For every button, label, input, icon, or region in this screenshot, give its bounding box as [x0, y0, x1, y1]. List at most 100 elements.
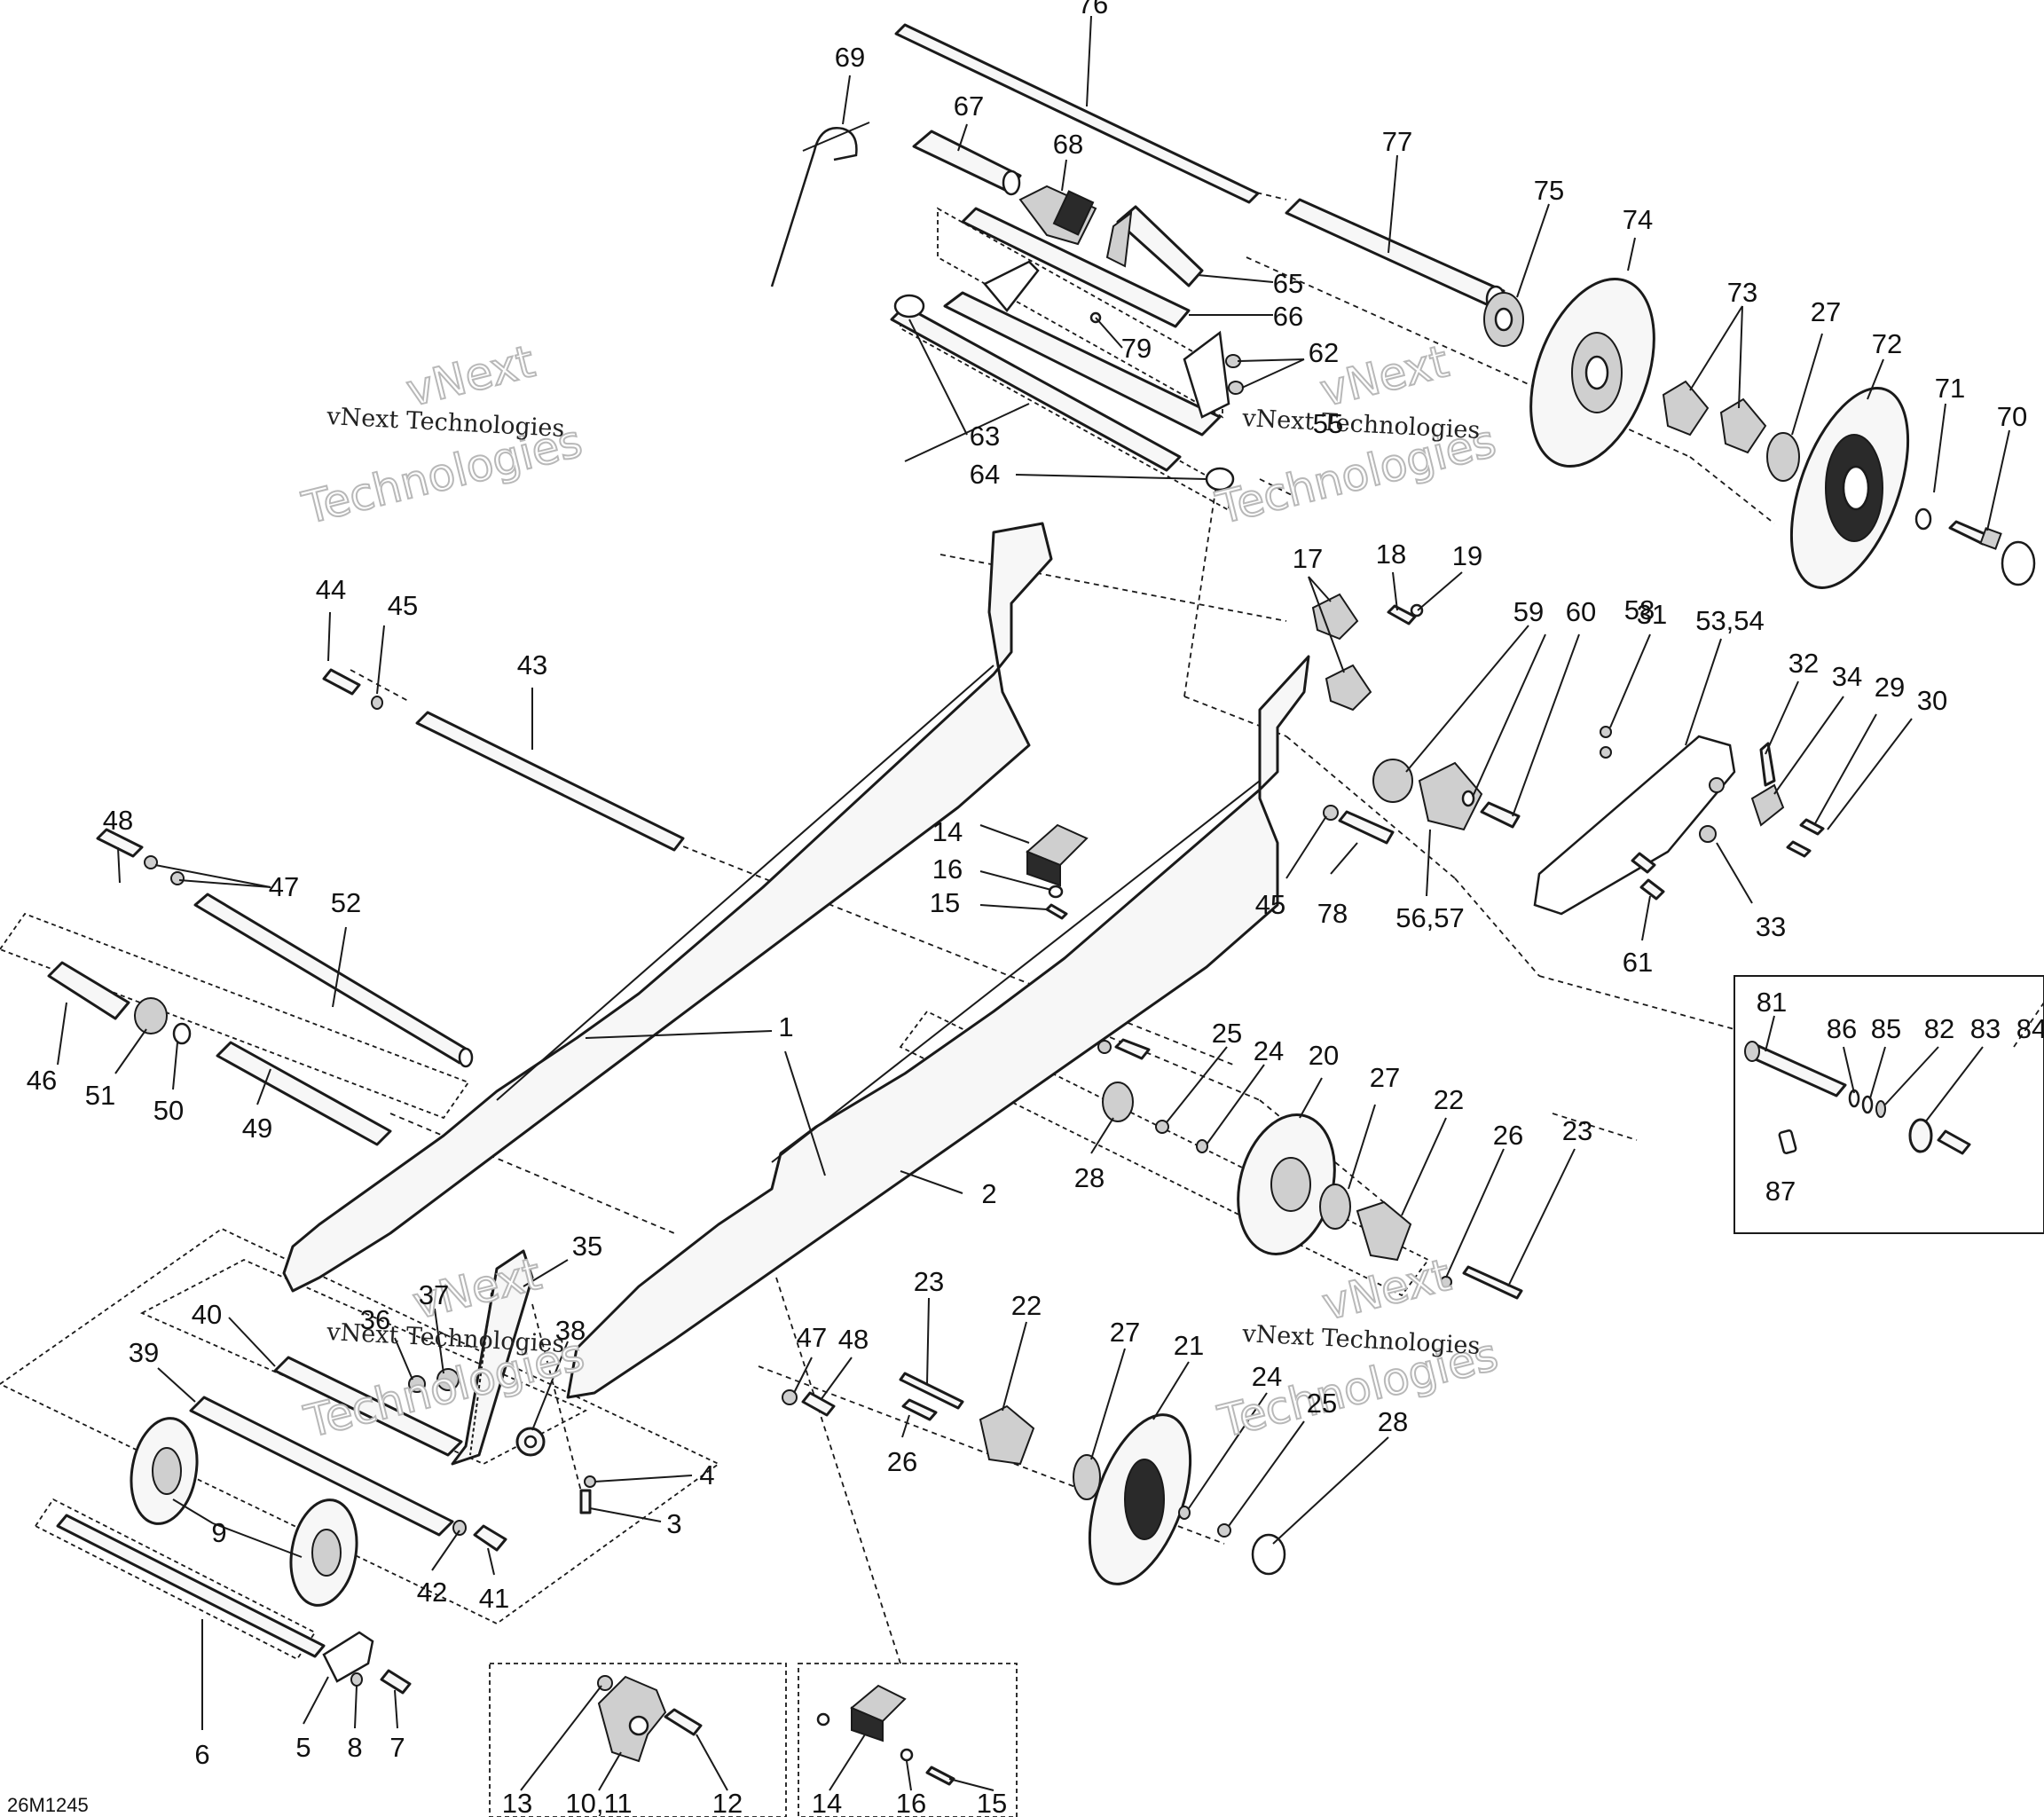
part-shaft-43	[415, 711, 685, 852]
callout-24a: 24	[1254, 1035, 1284, 1066]
part-spring-69	[770, 122, 870, 287]
part-screws-30	[1786, 818, 1825, 858]
part-washer-small	[816, 1712, 830, 1727]
part-shaft-81	[1744, 1041, 1847, 1097]
part-bracket-22b	[979, 1404, 1035, 1466]
callout-23a: 23	[1562, 1115, 1592, 1146]
callout-32: 32	[1788, 648, 1819, 679]
callout-63: 63	[970, 421, 1000, 452]
callout-55: 55	[1313, 408, 1343, 439]
part-screw-4	[584, 1475, 596, 1488]
part-rail-left-1	[282, 522, 1053, 1293]
callout-23b: 23	[914, 1266, 944, 1297]
callout-44: 44	[316, 574, 346, 605]
callout-27b: 27	[1370, 1062, 1400, 1093]
callout-34: 34	[1832, 661, 1862, 692]
part-shaft-76	[894, 23, 1260, 204]
callout-84: 84	[2016, 1013, 2044, 1044]
callout-53-54: 53,54	[1695, 605, 1765, 636]
callout-49: 49	[242, 1113, 272, 1144]
leader-lines	[57, 15, 2010, 1791]
callout-39: 39	[129, 1337, 159, 1368]
callout-15b: 15	[977, 1788, 1007, 1817]
part-wheel-20	[1237, 1113, 1336, 1255]
part-washer-16b	[900, 1748, 914, 1762]
part-bolt-23b	[899, 1372, 964, 1410]
callout-65: 65	[1273, 268, 1303, 299]
callout-78: 78	[1317, 898, 1348, 929]
callout-46: 46	[27, 1065, 57, 1096]
callout-12: 12	[712, 1788, 743, 1817]
callout-3: 3	[666, 1508, 681, 1539]
part-cap-28b	[1251, 1533, 1286, 1576]
svg-text:vNext: vNext	[402, 335, 540, 417]
callout-50: 50	[153, 1095, 184, 1126]
part-shaft-39	[189, 1396, 454, 1537]
callout-70: 70	[1997, 401, 2027, 432]
part-bolt-7	[380, 1669, 412, 1695]
part-washer-47b	[782, 1389, 798, 1405]
part-bolt-70	[1948, 520, 2002, 550]
callout-18: 18	[1376, 539, 1406, 570]
callout-73: 73	[1727, 277, 1757, 308]
watermark-caption-2: vNext Technologies	[1241, 405, 1481, 444]
part-arm-35	[451, 1249, 534, 1466]
callout-26b: 26	[887, 1446, 917, 1477]
part-bolt-48	[96, 828, 185, 885]
part-washer-82-83	[1908, 1118, 1933, 1153]
part-washer-42	[452, 1520, 467, 1536]
part-rings-86-85	[1848, 1089, 1886, 1118]
callout-74: 74	[1623, 204, 1653, 235]
part-washer-19	[1410, 603, 1424, 617]
watermark-caption-4: vNext Technologies	[1241, 1320, 1481, 1360]
callout-71: 71	[1935, 373, 1965, 404]
callout-8: 8	[347, 1732, 362, 1763]
callout-45b: 45	[1255, 889, 1285, 920]
part-washer-24b	[1178, 1506, 1191, 1520]
watermark-caption-1: vNext Technologies	[326, 403, 565, 443]
part-screw-26b	[901, 1398, 938, 1421]
part-bolt-84	[1937, 1129, 1971, 1155]
callout-33: 33	[1756, 911, 1786, 942]
callout-14b: 14	[812, 1788, 842, 1817]
callout-17: 17	[1293, 543, 1323, 574]
part-wheel-72	[1789, 387, 1910, 589]
callout-75: 75	[1534, 175, 1564, 206]
part-bolts-61	[1631, 852, 1665, 901]
part-plate-5354	[1533, 735, 1736, 916]
callout-1: 1	[778, 1011, 793, 1042]
callout-25a: 25	[1212, 1018, 1242, 1049]
callout-86: 86	[1827, 1013, 1857, 1044]
callout-83: 83	[1970, 1013, 2001, 1044]
callout-51: 51	[85, 1080, 115, 1111]
part-bolt-32-34	[1709, 742, 1776, 793]
callout-45a: 45	[388, 590, 418, 621]
part-spacer-27c	[1073, 1454, 1101, 1500]
part-washer-24a	[1196, 1139, 1208, 1153]
callout-19: 19	[1452, 540, 1482, 571]
part-wheel-9a	[130, 1417, 199, 1525]
callout-22b: 22	[1011, 1290, 1042, 1321]
callout-27c: 27	[1110, 1317, 1140, 1348]
part-tube-46	[47, 961, 130, 1020]
part-bracket-5657	[1418, 761, 1483, 831]
callout-24b: 24	[1252, 1361, 1282, 1392]
part-bolt-33	[1699, 825, 1717, 843]
part-washer-75	[1483, 292, 1524, 347]
callout-37: 37	[419, 1279, 449, 1310]
part-wheel-9b	[289, 1498, 358, 1607]
callout-82: 82	[1924, 1013, 1954, 1044]
part-tube-49	[216, 1041, 392, 1146]
part-bolt-12	[664, 1708, 703, 1736]
part-washer-16a	[1048, 885, 1064, 899]
callout-20: 20	[1309, 1040, 1339, 1071]
part-nut-25b	[1217, 1523, 1231, 1538]
callout-60: 60	[1566, 596, 1596, 627]
callout-30: 30	[1917, 685, 1947, 716]
callout-62: 62	[1309, 337, 1339, 368]
callout-21: 21	[1174, 1330, 1204, 1361]
callout-2: 2	[981, 1178, 996, 1209]
callout-79: 79	[1121, 333, 1152, 364]
part-block-14b	[850, 1684, 907, 1742]
callout-85: 85	[1871, 1013, 1901, 1044]
